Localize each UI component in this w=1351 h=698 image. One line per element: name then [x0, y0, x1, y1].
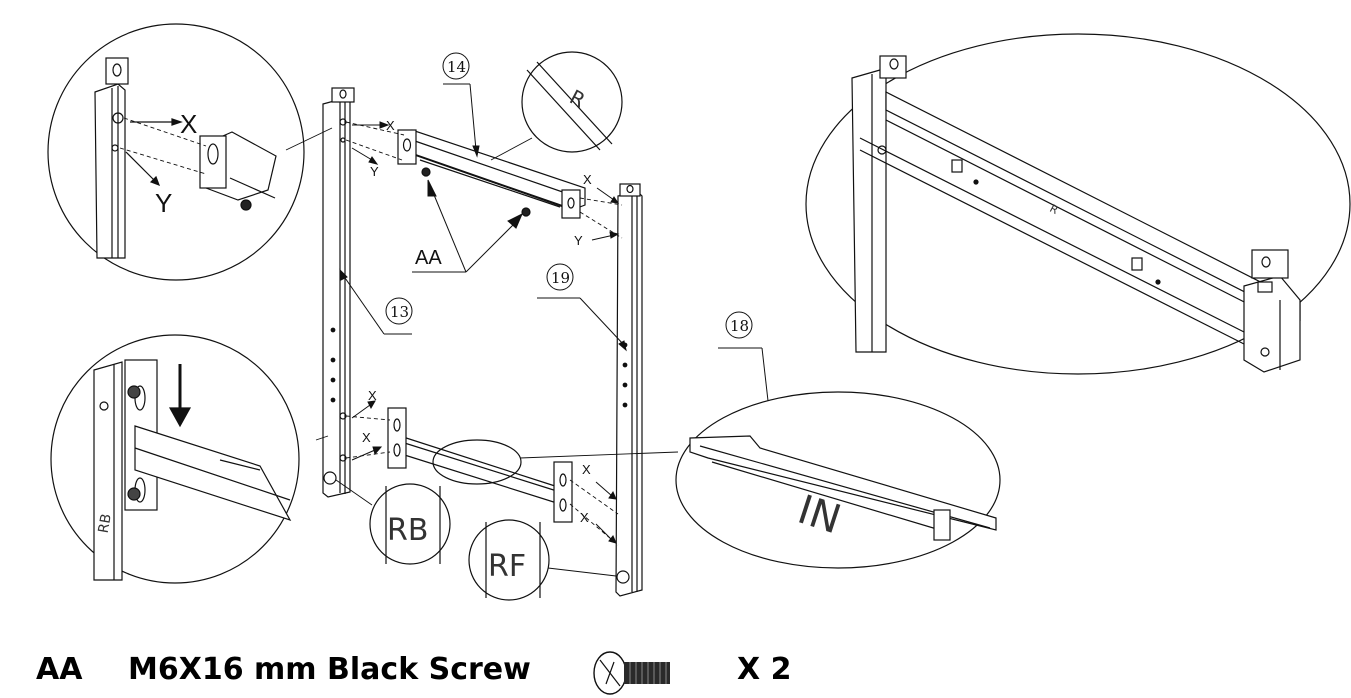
- detail-bottom-rail-join: [50, 334, 329, 584]
- x-label: X: [386, 118, 395, 133]
- part-number-19: 19: [551, 269, 570, 287]
- hardware-description: M6X16 mm Black Screw: [128, 652, 531, 687]
- y-label-detail: Y: [155, 188, 172, 218]
- hardware-legend: AA M6X16 mm Black Screw X 2: [0, 648, 1351, 698]
- y-label: Y: [370, 164, 379, 179]
- aa-callout: AA: [412, 179, 523, 273]
- screw-icon: [593, 651, 670, 695]
- hardware-quantity: X 2: [737, 652, 792, 687]
- detail-rb-mark: RB: [335, 479, 451, 565]
- callout-13: 13: [339, 268, 413, 335]
- main-frame: [322, 87, 643, 597]
- x-label: X: [362, 430, 371, 445]
- x-label: X: [368, 388, 377, 403]
- mark-rb: RB: [387, 513, 428, 548]
- top-rail: [397, 129, 586, 219]
- detail-in-mark: IN: [519, 391, 1001, 569]
- part-number-18: 18: [730, 317, 749, 335]
- xy-labels: X Y X Y X X X X: [362, 118, 592, 525]
- callout-19: 19: [537, 263, 627, 352]
- detail-r-mark: R: [490, 51, 623, 161]
- part-number-13: 13: [390, 303, 409, 321]
- part-number-14: 14: [447, 58, 466, 76]
- callout-14: 14: [442, 52, 480, 158]
- aa-label: AA: [415, 247, 442, 269]
- x-label: X: [580, 510, 589, 525]
- detail-rf-mark: RF: [468, 519, 617, 601]
- x-label: X: [583, 172, 592, 187]
- mark-rf: RF: [488, 549, 526, 584]
- x-label: X: [582, 462, 591, 477]
- right-post: [615, 183, 643, 597]
- left-post: [322, 87, 355, 498]
- hardware-code: AA: [36, 652, 83, 687]
- x-label-detail: X: [180, 109, 197, 139]
- detail-bracket-xy: [47, 23, 333, 281]
- detail-top-rail: R: [805, 33, 1351, 375]
- mark-rb-detail: RB: [96, 513, 115, 535]
- bottom-rail: [387, 407, 573, 523]
- xy-arrows: [351, 121, 620, 544]
- y-label: Y: [574, 233, 583, 248]
- part-callouts: 14 13 19 18: [339, 52, 777, 444]
